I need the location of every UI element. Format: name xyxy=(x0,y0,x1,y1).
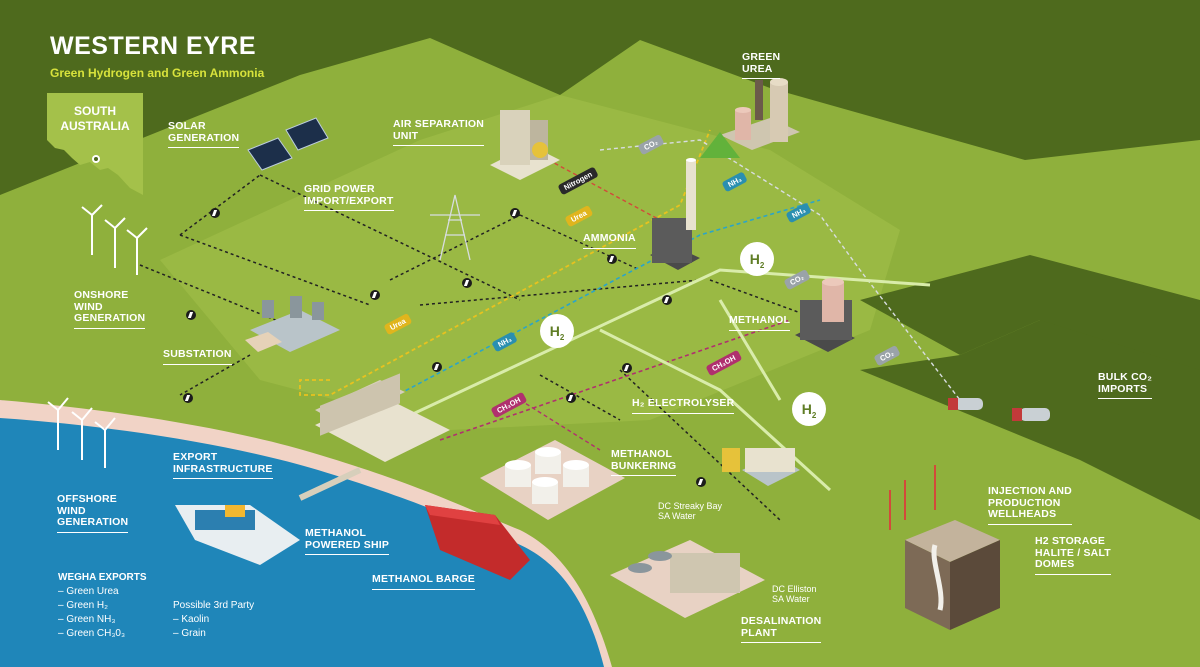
solar-panels xyxy=(247,117,329,171)
power-bolt-icon xyxy=(607,254,617,264)
air-separation-unit-label: AIR SEPARATION UNIT xyxy=(393,118,485,146)
power-bolt-icon xyxy=(432,362,442,372)
green-urea-plant xyxy=(700,78,800,158)
wegha-exports-list: WEGHA EXPORTS – Green Urea – Green H₂ – … xyxy=(58,571,147,641)
page-title: WESTERN EYRE xyxy=(50,32,257,60)
land-right-extension xyxy=(860,255,1200,370)
desalination-plant xyxy=(610,540,765,618)
methanol-label: METHANOL xyxy=(729,314,791,331)
page-subtitle: Green Hydrogen and Green Ammonia xyxy=(50,66,265,80)
offshore-wind-label: OFFSHORE WIND GENERATION xyxy=(57,493,129,533)
air-separation-unit-building xyxy=(490,110,560,180)
power-bolt-icon xyxy=(696,477,706,487)
south-australia-map xyxy=(47,93,143,195)
third-party-list: Possible 3rd Party – Kaolin – Grain xyxy=(173,599,254,641)
ch3oh-flow-line xyxy=(439,319,791,441)
grid-power-label: GRID POWER IMPORT/EXPORT xyxy=(304,183,394,211)
state-label: SOUTH AUSTRALIA xyxy=(60,104,130,133)
h2-storage-label: H2 STORAGE HALITE / SALT DOMES xyxy=(1035,535,1111,575)
transmission-tower xyxy=(430,194,480,261)
sea xyxy=(0,410,610,667)
h2-badge-2: H2 xyxy=(540,314,574,348)
power-lines xyxy=(139,174,821,521)
h2-electrolyser-unit xyxy=(722,448,800,486)
beach xyxy=(0,400,612,667)
co2-trucks xyxy=(948,398,1050,421)
dc-elliston-label: DC Elliston SA Water xyxy=(772,584,817,604)
methanol-barge-label: METHANOL BARGE xyxy=(372,573,475,590)
power-bolt-icon xyxy=(370,290,380,300)
methanol-bunkering-label: METHANOL BUNKERING xyxy=(611,448,677,476)
offshore-wind-turbines xyxy=(47,397,116,468)
third-party-item: – Grain xyxy=(173,628,206,639)
h2-electrolyser-label: H₂ ELECTROLYSER xyxy=(632,397,735,414)
salt-dome-cross-section xyxy=(905,520,1000,630)
export-jetty xyxy=(298,467,362,501)
onshore-wind-turbines xyxy=(81,204,148,275)
power-bolt-icon xyxy=(622,363,632,373)
h2-badge-1: H2 xyxy=(740,242,774,276)
desalination-plant-label: DESALINATION PLANT xyxy=(741,615,822,643)
co2-flow-line xyxy=(599,139,961,401)
ammonia-label: AMMONIA xyxy=(583,232,636,249)
ch3oh-bunker-line xyxy=(519,399,601,451)
methanol-bunkering-tanks xyxy=(480,440,625,520)
third-party-heading: Possible 3rd Party xyxy=(173,600,255,611)
export-item: – Green NH₃ xyxy=(58,614,116,625)
methanol-ship-label: METHANOL POWERED SHIP xyxy=(305,527,390,555)
power-bolt-icon xyxy=(566,393,576,403)
power-bolt-icon xyxy=(662,295,672,305)
export-terminal-building xyxy=(315,373,450,462)
solar-generation-label: SOLAR GENERATION xyxy=(168,120,240,148)
wellheads xyxy=(889,465,936,530)
h2-badge-3: H2 xyxy=(792,392,826,426)
export-item: – Green H₂ xyxy=(58,600,109,611)
power-bolt-icon xyxy=(510,208,520,218)
power-bolt-icon xyxy=(462,278,472,288)
green-urea-label: GREEN UREA xyxy=(742,51,781,79)
substation-label: SUBSTATION xyxy=(163,348,232,365)
third-party-item: – Kaolin xyxy=(173,614,210,625)
export-infrastructure-label: EXPORT INFRASTRUCTURE xyxy=(173,451,273,479)
ammonia-plant xyxy=(650,158,700,270)
power-bolt-icon xyxy=(183,393,193,403)
substation-equipment xyxy=(245,296,340,352)
export-item: – Green CH₃0₃ xyxy=(58,628,126,639)
methanol-powered-ship xyxy=(175,505,300,565)
exports-heading: WEGHA EXPORTS xyxy=(58,572,147,583)
power-bolt-icon xyxy=(186,310,196,320)
bulk-co2-imports-label: BULK CO₂ IMPORTS xyxy=(1098,371,1153,399)
nh3-flow-line xyxy=(349,199,821,421)
methanol-barge xyxy=(425,505,530,580)
export-item: – Green Urea xyxy=(58,586,119,597)
dc-streaky-bay-label: DC Streaky Bay SA Water xyxy=(658,501,723,521)
urea-flow-line xyxy=(299,129,711,396)
injection-wellheads-label: INJECTION AND PRODUCTION WELLHEADS xyxy=(988,485,1072,525)
power-bolt-icon xyxy=(210,208,220,218)
onshore-wind-label: ONSHORE WIND GENERATION xyxy=(74,289,146,329)
methanol-plant xyxy=(795,278,855,352)
